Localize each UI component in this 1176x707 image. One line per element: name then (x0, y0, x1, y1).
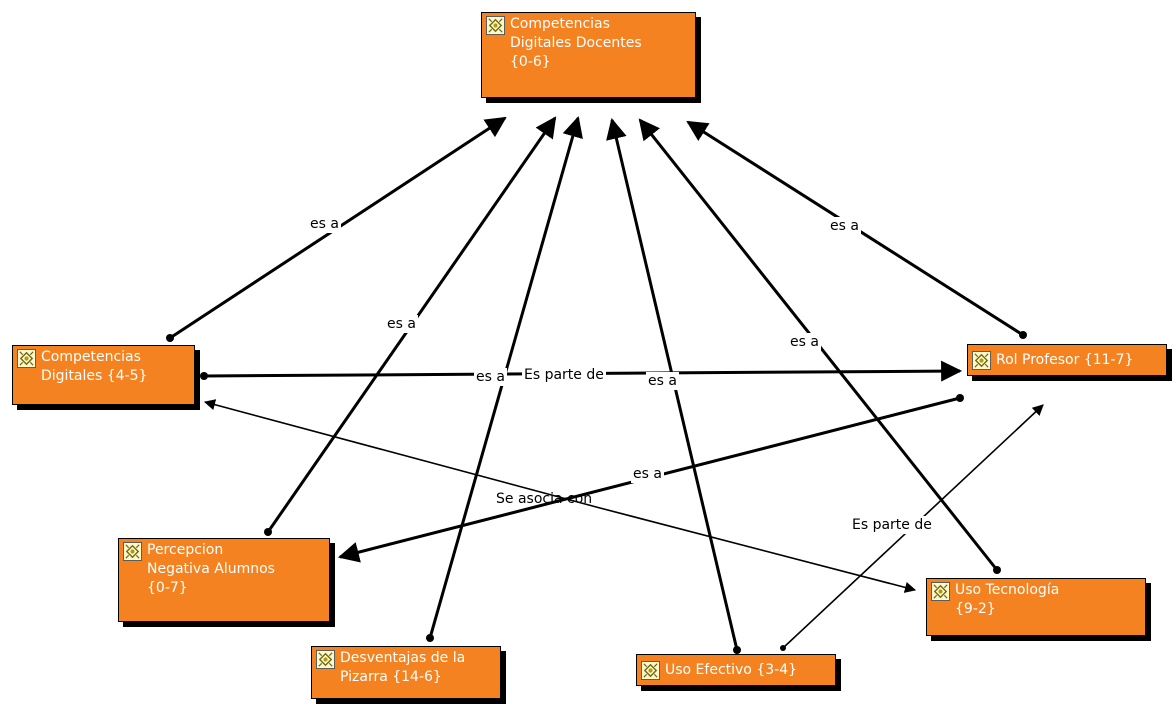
edge-label-cd-rol: Es parte de (522, 366, 606, 384)
edge-label-ut-cdd: es a (788, 333, 821, 351)
edge-label-pna-cdd: es a (385, 315, 418, 333)
code-icon (316, 650, 335, 669)
node-competencias-digitales[interactable]: Competencias Digitales {4-5} (12, 345, 195, 405)
edge-label-ue-rol: Es parte de (850, 516, 934, 534)
node-uso-efectivo[interactable]: Uso Efectivo {3-4} (636, 654, 836, 686)
code-icon (17, 349, 36, 368)
node-label: Uso Tecnología {9-2} (955, 582, 1060, 617)
node-label: Percepcion Negativa Alumnos {0-7} (147, 542, 275, 596)
edge-label-ut-cd: Se asocia con (496, 491, 593, 507)
node-label: Competencias Digitales Docentes {0-6} (510, 16, 642, 70)
node-label: Rol Profesor {11-7} (996, 352, 1134, 368)
node-label: Desventajas de la Pizarra {14-6} (340, 650, 466, 685)
node-desventajas-pizarra[interactable]: Desventajas de la Pizarra {14-6} (311, 646, 501, 699)
node-uso-tecnologia[interactable]: Uso Tecnología {9-2} (926, 578, 1146, 636)
node-label: Competencias Digitales {4-5} (41, 349, 148, 384)
node-competencias-digitales-docentes[interactable]: Competencias Digitales Docentes {0-6} (481, 12, 696, 98)
edge-label-ue-cdd: es a (646, 372, 679, 390)
node-percepcion-negativa-alumnos[interactable]: Percepcion Negativa Alumnos {0-7} (118, 538, 330, 622)
edge-label-des-cdd: es a (474, 368, 507, 386)
code-icon (123, 542, 142, 561)
node-rol-profesor[interactable]: Rol Profesor {11-7} (967, 344, 1167, 376)
code-icon (641, 661, 660, 680)
code-icon (486, 16, 505, 35)
code-icon (972, 351, 991, 370)
edge-ut-cd (203, 399, 917, 593)
node-label: Uso Efectivo {3-4} (665, 662, 798, 678)
edge-label-rol-cdd: es a (828, 217, 861, 235)
edge-label-cd-cdd: es a (308, 215, 341, 233)
code-icon (931, 582, 950, 601)
edge-label-pna-rol: es a (631, 465, 664, 483)
